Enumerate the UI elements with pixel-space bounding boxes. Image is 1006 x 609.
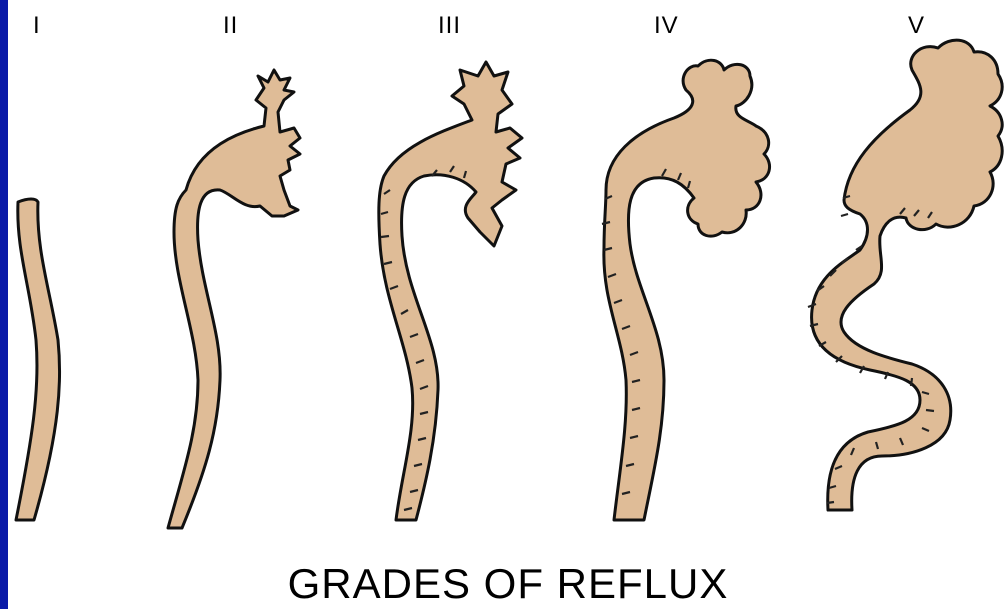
grade-label-iii: III (438, 12, 461, 39)
diagram-title: GRADES OF REFLUX (288, 560, 729, 607)
reflux-grades-diagram: I II III IV V GRADES OF REFLUX (8, 0, 1006, 609)
grade-v-ureter (812, 40, 1003, 510)
grade-label-ii: II (223, 12, 238, 39)
grade-label-iv: IV (654, 12, 679, 39)
grade-ii-ureter (168, 70, 300, 528)
grade-i-ureter (16, 199, 60, 520)
grade-iii-ureter (379, 62, 522, 520)
grade-iv-ureter (604, 60, 770, 520)
grade-label-i: I (33, 12, 41, 39)
grade-label-v: V (908, 12, 925, 39)
diagram-panel: I II III IV V GRADES OF REFLUX (8, 0, 1006, 609)
